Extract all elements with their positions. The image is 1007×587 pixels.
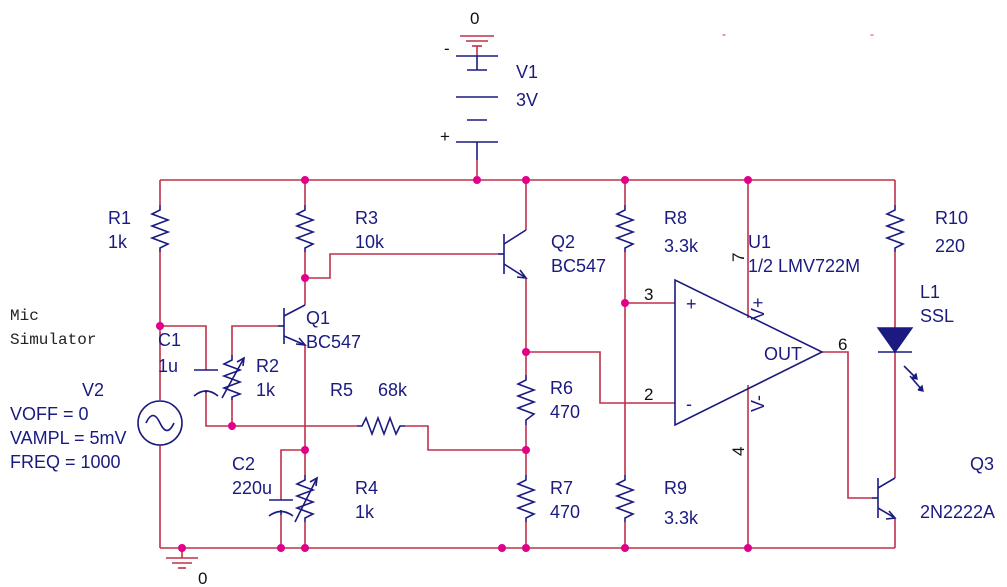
c2-value: 220u [232,478,272,498]
u1-vminus-label: V- [748,395,768,412]
u1-out-label: OUT [764,344,802,364]
transistor-q3-icon [872,477,897,520]
transistor-q2-icon [498,229,528,279]
c2-name: C2 [232,454,255,474]
resistor-r5-icon [357,415,405,437]
u1-pin3: 3 [644,285,653,304]
resistor-r1-icon [149,205,171,252]
u1-pin7: 7 [729,253,748,262]
u1-pin6: 6 [838,335,847,354]
c1-value: 1u [158,356,178,376]
r9-name: R9 [664,478,687,498]
v1-plus: + [440,127,450,146]
ground-top-label: 0 [470,9,479,28]
u1-model: 1/2 LMV722M [748,256,860,276]
l1-model: SSL [920,306,954,326]
r7-name: R7 [550,478,573,498]
opamp-u1-icon [674,278,824,427]
resistor-r7-icon [515,475,537,522]
u1-pin4: 4 [729,447,748,456]
resistor-r6-icon [515,375,537,425]
u1-pin2: 2 [644,385,653,404]
capacitor-c1-icon [193,369,219,397]
r3-name: R3 [355,208,378,228]
r9-value: 3.3k [664,508,699,528]
r2-name: R2 [256,356,279,376]
sine-source-v2-icon [137,400,183,446]
l1-name: L1 [920,282,940,302]
r5-name: R5 [330,380,353,400]
r5-value: 68k [378,380,408,400]
r10-name: R10 [935,208,968,228]
q2-name: Q2 [551,232,575,252]
r6-name: R6 [550,378,573,398]
q3-name: Q3 [970,454,994,474]
v1-name: V1 [516,62,538,82]
q3-model: 2N2222A [920,502,995,522]
u1-name: U1 [748,232,771,252]
r8-value: 3.3k [664,236,699,256]
ground-bottom-label: 0 [198,569,207,587]
u1-plus-sign: + [686,294,697,314]
battery-v1-icon [456,55,498,160]
sim-label-line1: Mic [10,307,39,325]
r2-value: 1k [256,380,276,400]
potentiometer-r4-icon [294,475,318,523]
resistor-r9-icon [614,475,636,522]
u1-vplus-label: V+ [748,297,768,320]
r1-name: R1 [108,208,131,228]
r7-value: 470 [550,502,580,522]
c1-name: C1 [158,330,181,350]
stray-mark-1: - [722,27,726,41]
potentiometer-r2-icon [221,355,245,400]
ground-top-icon [460,35,494,56]
resistor-r3-icon [294,205,316,252]
ground-bottom-icon [166,557,198,569]
v2-name: V2 [82,380,104,400]
v2-vampl: VAMPL = 5mV [10,428,127,448]
r10-value: 220 [935,236,965,256]
v1-minus: - [444,39,450,58]
resistor-r10-icon [884,205,906,252]
r3-value: 10k [355,232,385,252]
transistor-q1-icon [278,304,307,347]
v2-freq: FREQ = 1000 [10,452,121,472]
q2-model: BC547 [551,256,606,276]
capacitor-c2-icon [268,499,294,517]
r4-name: R4 [355,478,378,498]
q1-model: BC547 [306,332,361,352]
q1-name: Q1 [306,308,330,328]
junctions [156,176,752,552]
resistor-r8-icon [614,205,636,252]
r1-value: 1k [108,232,128,252]
v2-voff: VOFF = 0 [10,404,89,424]
stray-mark-2: - [870,27,874,41]
led-l1-icon [876,327,924,392]
r6-value: 470 [550,402,580,422]
r8-name: R8 [664,208,687,228]
r4-value: 1k [355,502,375,522]
u1-minus-sign: - [686,394,692,414]
sim-label-line2: Simulator [10,331,96,349]
v1-value: 3V [516,90,538,110]
